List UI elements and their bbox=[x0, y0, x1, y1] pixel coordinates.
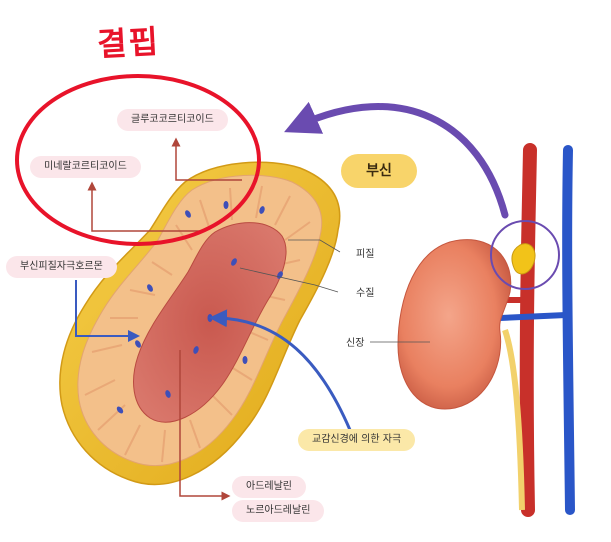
label-adrenaline: 아드레날린 bbox=[232, 476, 306, 498]
arrow-to-adrenaline bbox=[179, 350, 231, 501]
arrow-from-sympathetic bbox=[209, 309, 352, 431]
arrow-to-mineralocorticoid bbox=[87, 181, 205, 232]
arrow-from-acth bbox=[75, 280, 140, 342]
label-cortex: 피질 bbox=[356, 249, 375, 260]
label-glucocorticoid: 글루코코르티코이드 bbox=[117, 109, 228, 131]
label-adrenal-gland: 부신 bbox=[341, 154, 417, 188]
handdrawn-highlight-ellipse bbox=[15, 74, 261, 246]
kidney-illustration bbox=[397, 143, 575, 517]
blood-vessel-dots bbox=[116, 201, 283, 414]
arrow-to-glucocorticoid bbox=[171, 137, 242, 181]
adrenal-gland-small bbox=[511, 243, 536, 275]
label-mineralocorticoid: 미네랄코르티코이드 bbox=[30, 156, 141, 178]
ureter bbox=[502, 329, 525, 511]
zoom-arrow bbox=[284, 101, 509, 219]
leader-medulla bbox=[239, 267, 339, 293]
label-sympathetic-stimulation: 교감신경에 의한 자극 bbox=[298, 429, 416, 451]
cortex-striations bbox=[84, 185, 311, 463]
handwritten-deficiency-note: 결핍 bbox=[96, 22, 161, 64]
leader-cortex bbox=[288, 239, 341, 253]
label-acth: 부신피질자극호르몬 bbox=[6, 256, 117, 278]
label-noradrenaline: 노르아드레날린 bbox=[232, 500, 325, 522]
vena-cava-vessel bbox=[562, 145, 575, 515]
label-medulla: 수질 bbox=[356, 288, 375, 299]
adrenal-highlight-circle bbox=[490, 220, 560, 290]
aorta-vessel bbox=[519, 143, 537, 517]
renal-vein bbox=[499, 312, 567, 321]
adrenal-cross-section bbox=[59, 161, 341, 486]
label-kidney: 신장 bbox=[346, 338, 365, 349]
kidney-organ bbox=[397, 239, 512, 410]
